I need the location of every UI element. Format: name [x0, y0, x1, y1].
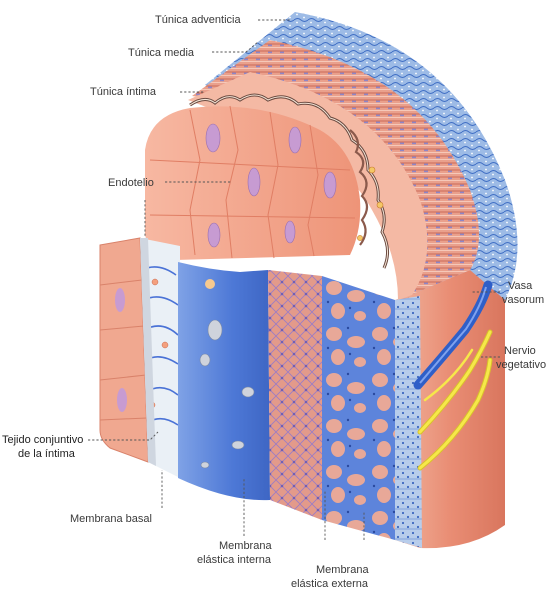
endothelium-outer-cells: [100, 238, 148, 462]
membrana-elastica-externa: [322, 276, 395, 540]
label-mei-line1: Membrana: [219, 540, 272, 552]
label-vasa-line1: Vasa: [508, 280, 533, 292]
label-tunica-media: Túnica media: [128, 47, 195, 59]
label-tunica-intima: Túnica íntima: [90, 86, 157, 98]
label-vasa-line2: vasorum: [502, 294, 544, 306]
label-nervio-line2: vegetativo: [496, 359, 546, 371]
label-membrana-basal: Membrana basal: [70, 513, 152, 525]
label-tunica-adventicia: Túnica adventicia: [155, 14, 241, 26]
label-mee-line2: elástica externa: [291, 578, 369, 590]
label-mee-line1: Membrana: [316, 564, 369, 576]
media-cross-section: [268, 270, 322, 520]
adventicia-side-face: [395, 296, 422, 548]
label-nervio-line1: Nervio: [504, 345, 536, 357]
label-mei-line2: elástica interna: [197, 554, 272, 566]
label-tejido-line2: de la íntima: [18, 448, 76, 460]
label-endotelio: Endotelio: [108, 177, 154, 189]
label-tejido-line1: Tejido conjuntivo: [2, 434, 83, 446]
membrana-elastica-interna: [178, 262, 270, 500]
